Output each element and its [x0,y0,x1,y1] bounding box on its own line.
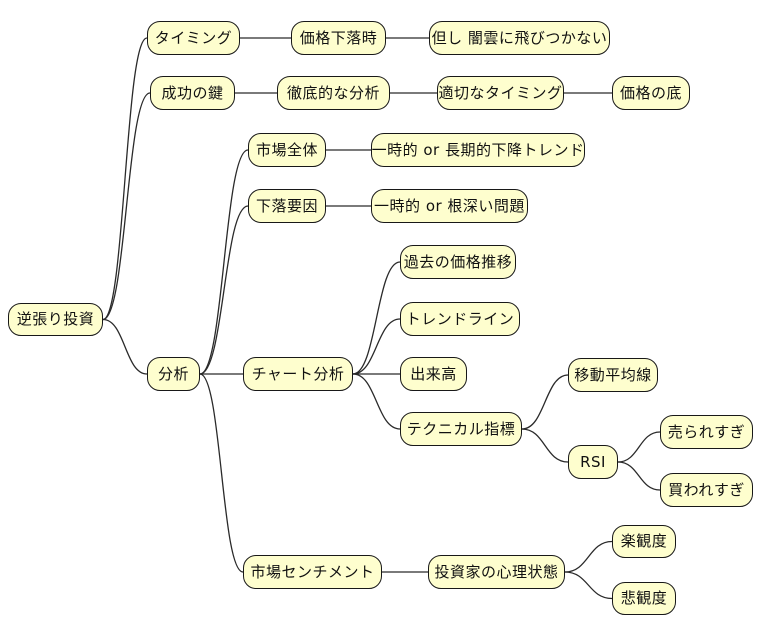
mindmap-node-right-timing: 適切なタイミング [437,76,564,110]
edge-analysis-to-decline-factor [199,205,249,375]
mindmap-node-volume: 出来高 [400,357,467,391]
mindmap-node-thorough-analysis: 徹底的な分析 [277,76,390,110]
mindmap-node-timing: タイミング [147,21,240,55]
mindmap-node-price-drop: 価格下落時 [291,21,386,55]
mindmap-root-node: 逆張り投資 [8,303,103,336]
edge-investor-psychology-to-optimism [564,540,613,573]
mindmap-node-moving-average: 移動平均線 [568,358,658,392]
edge-investor-psychology-to-pessimism [564,571,613,600]
edge-chart-analysis-to-past-price [352,261,401,375]
mindmap-node-caution: 但し 闇雲に飛びつかない [429,21,610,55]
mindmap-node-price-bottom: 価格の底 [612,76,690,110]
edge-technical-indicator-to-moving-average [521,374,569,430]
edge-rsi-to-oversold [617,431,661,463]
mindmap-node-optimism: 楽観度 [612,525,676,558]
mindmap-node-investor-psychology: 投資家の心理状態 [428,555,565,589]
edge-technical-indicator-to-rsi [521,428,569,463]
mindmap-node-decline-factor: 下落要因 [248,189,326,223]
mindmap-node-market-sentiment: 市場センチメント [243,555,382,589]
edge-root-to-success-key [102,92,151,321]
mindmap-node-rsi: RSI [568,445,618,479]
mindmap-node-deep-problem: 一時的 or 根深い問題 [371,189,528,223]
mindmap-node-whole-market: 市場全体 [248,133,326,167]
mindmap-node-analysis: 分析 [147,357,200,391]
edge-chart-analysis-to-trend-line [352,318,401,375]
mindmap-node-chart-analysis: チャート分析 [243,357,353,391]
edge-root-to-timing [102,37,148,321]
mindmap-node-past-price: 過去の価格推移 [400,245,516,279]
mindmap-node-pessimism: 悲観度 [612,582,676,615]
mindmap-node-technical-indicator: テクニカル指標 [400,412,522,446]
edge-analysis-to-whole-market [199,149,249,375]
mindmap-node-overbought: 買われすぎ [660,473,753,507]
mindmap-node-oversold: 売られすぎ [660,415,753,449]
mindmap-node-long-downtrend: 一時的 or 長期的下降トレンド [371,133,585,167]
edge-rsi-to-overbought [617,461,661,491]
mindmap-node-trend-line: トレンドライン [400,302,520,336]
edge-root-to-analysis [102,318,148,375]
edge-chart-analysis-to-technical-indicator [352,373,401,430]
edge-analysis-to-market-sentiment [199,373,244,573]
mindmap-node-success-key: 成功の鍵 [150,76,235,110]
